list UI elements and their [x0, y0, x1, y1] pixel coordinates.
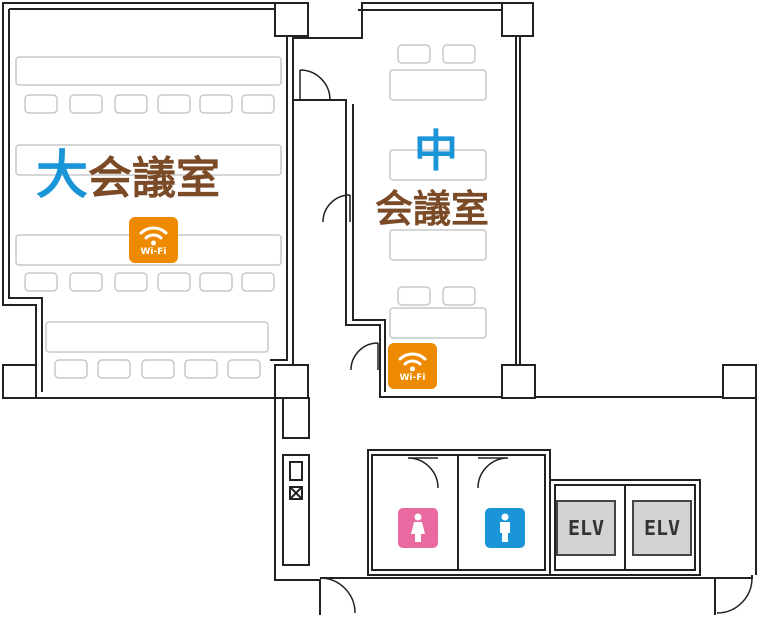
medium-room-wifi-badge: Wi-Fi [388, 343, 437, 389]
table [389, 307, 487, 339]
chair [69, 272, 103, 292]
elevator-2: ELV [632, 500, 692, 556]
cabinet-x-mark [289, 486, 303, 500]
pillar [2, 364, 37, 399]
chair [114, 94, 148, 114]
medium-room-name: 会議室 [375, 187, 490, 231]
elevator-block [549, 479, 701, 576]
large-room-wifi-label: Wi-Fi [140, 247, 167, 257]
medium-room-label: 会議室 [375, 190, 489, 228]
cabinet-drawer [289, 486, 303, 500]
male-restroom-icon [485, 508, 525, 548]
large-room-name: 会議室 [88, 153, 221, 204]
large-room-accent: 大 [36, 146, 89, 206]
cabinet [282, 454, 310, 566]
pillar [274, 2, 309, 37]
door-swing [319, 577, 356, 614]
chair [69, 94, 103, 114]
door-swing [716, 577, 753, 614]
chair [24, 272, 58, 292]
chair [241, 272, 275, 292]
chair [24, 94, 58, 114]
elevator-1: ELV [556, 500, 616, 556]
medium-room-accent-label: 中 [414, 130, 458, 174]
table [15, 144, 282, 176]
pillar [501, 364, 536, 399]
chair [442, 286, 476, 306]
chair [227, 359, 261, 379]
table [45, 321, 269, 353]
medium-room-inner-wall [352, 9, 517, 392]
pillar [501, 2, 534, 37]
table [389, 149, 487, 181]
chair [97, 359, 131, 379]
chair [397, 286, 431, 306]
door-swing [322, 194, 351, 223]
wifi-icon [139, 226, 168, 246]
chair [442, 44, 476, 64]
chair [241, 94, 275, 114]
chair [141, 359, 175, 379]
chair [397, 44, 431, 64]
chair [157, 272, 191, 292]
chair [199, 272, 233, 292]
medium-room-accent: 中 [414, 126, 458, 177]
large-room-wifi-badge: Wi-Fi [129, 217, 178, 263]
chair [184, 359, 218, 379]
door-swing [407, 457, 439, 489]
large-room-label: 大会議室 [36, 150, 220, 202]
wifi-icon [398, 352, 427, 372]
table [389, 229, 487, 261]
chair [54, 359, 88, 379]
table [389, 69, 487, 101]
door-swing [477, 457, 509, 489]
pillar [274, 364, 309, 399]
large-room-inner-wall [8, 8, 288, 392]
cabinet-drawer [289, 461, 303, 481]
chair [114, 272, 148, 292]
pillar [722, 364, 757, 399]
medium-room-wifi-label: Wi-Fi [399, 373, 426, 383]
chair [199, 94, 233, 114]
female-restroom-icon [398, 508, 438, 548]
cabinet [282, 397, 310, 439]
chair [157, 94, 191, 114]
door-swing [350, 342, 379, 371]
door-swing [299, 69, 331, 101]
lower-wall [320, 575, 753, 615]
table [15, 56, 282, 86]
